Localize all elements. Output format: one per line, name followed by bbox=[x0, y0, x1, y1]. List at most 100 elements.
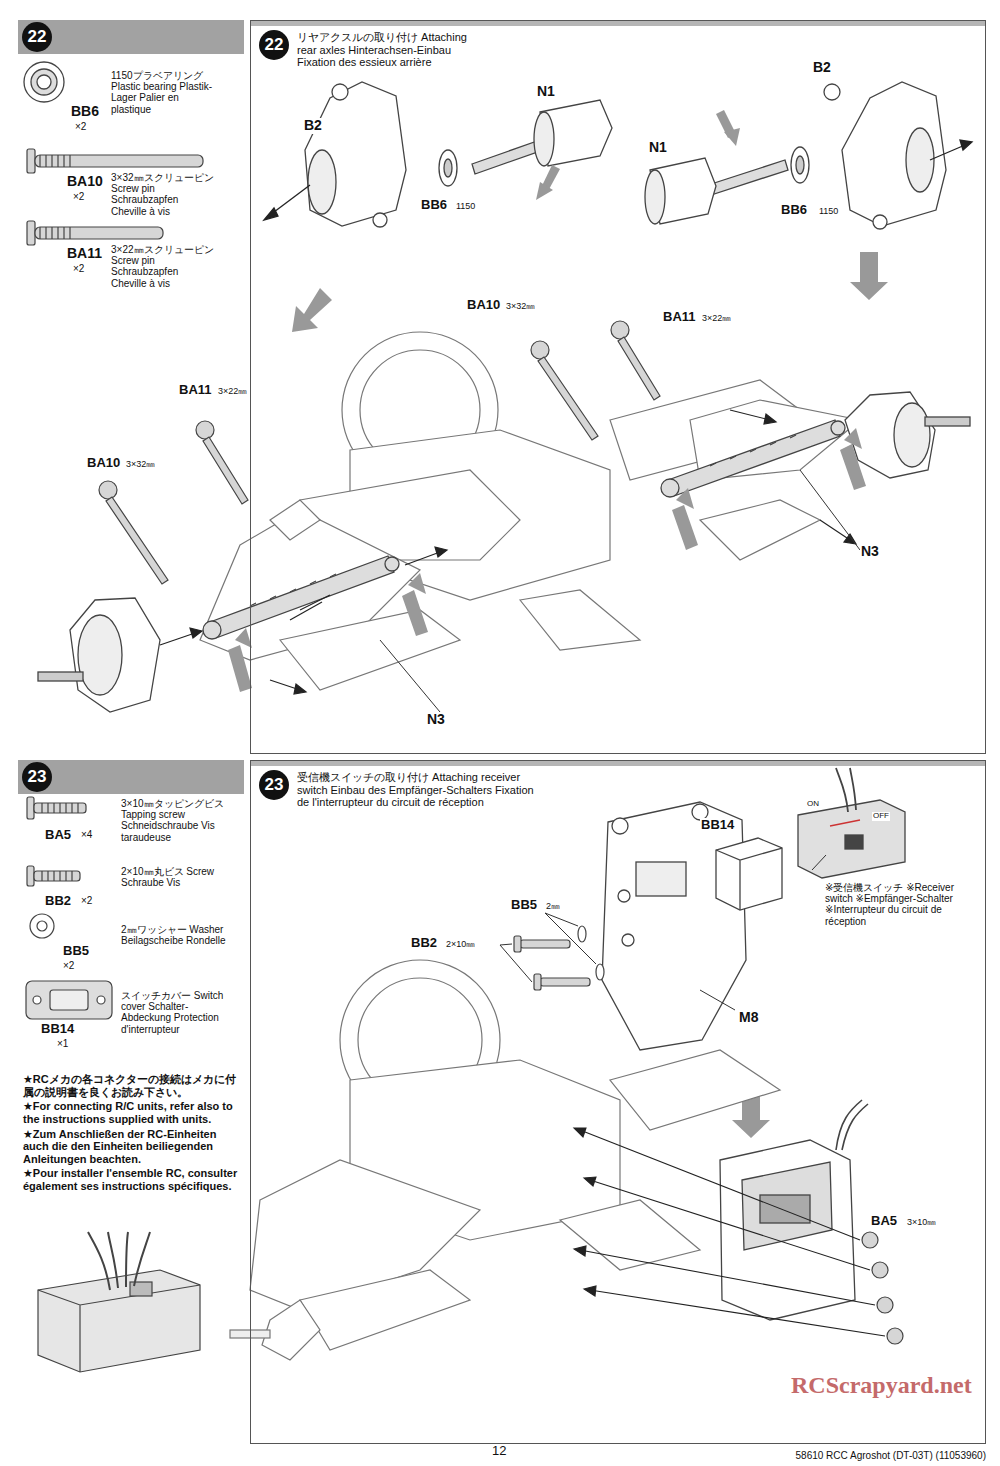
note-text: ★Pour installer l'ensemble RC, consulter… bbox=[22, 1167, 240, 1192]
part-code: BB6 bbox=[780, 203, 808, 218]
step-panel: 23受信機スイッチの取り付け Attaching receiver switch… bbox=[250, 760, 986, 1444]
leader-line bbox=[500, 855, 826, 1010]
switch-cover-shape bbox=[716, 848, 782, 910]
screw-pin-icon-shape bbox=[27, 221, 35, 245]
part-code: RCScrapyard.net bbox=[790, 1372, 973, 1399]
push-arrow bbox=[292, 110, 888, 332]
hub-carrier-shape bbox=[824, 84, 840, 100]
label: 3×22㎜スクリューピン Screw pin Schraubzapfen Che… bbox=[110, 244, 216, 289]
screw-pin-shape bbox=[611, 321, 629, 339]
direction-arrow bbox=[264, 140, 972, 220]
bearing-icon bbox=[24, 62, 64, 102]
axle-cup bbox=[472, 100, 788, 224]
part-code: BB5 bbox=[62, 944, 90, 959]
chassis-shape bbox=[270, 500, 320, 540]
pointer-arrow-shape bbox=[190, 628, 202, 638]
label: ×4 bbox=[80, 829, 93, 840]
pointer-arrow-shape bbox=[590, 1290, 885, 1336]
wheel-hub-shape bbox=[38, 672, 83, 681]
bearing-icon-shape bbox=[37, 75, 51, 89]
part-code: BB5 bbox=[510, 898, 538, 913]
part-code: BA11 bbox=[178, 383, 213, 398]
direction-arrow-shape bbox=[960, 140, 972, 150]
axle-cup-shape bbox=[705, 160, 788, 196]
label: ×2 bbox=[72, 263, 85, 274]
pointer-arrow-shape bbox=[300, 595, 330, 610]
push-arrow-shape bbox=[850, 252, 888, 300]
screw-icon-shape bbox=[27, 866, 34, 886]
screw-pin-shape bbox=[196, 421, 214, 439]
label: OFF bbox=[872, 812, 890, 821]
screw-pin-icon-shape bbox=[27, 149, 35, 173]
direction-arrow-shape bbox=[930, 145, 965, 160]
direction-arrow-shape bbox=[264, 208, 278, 220]
pointer-arrow-shape bbox=[160, 633, 195, 645]
pointer-arrow-shape bbox=[590, 1180, 870, 1270]
part-code: N1 bbox=[648, 140, 668, 156]
tapping-screw-shape bbox=[862, 1232, 878, 1248]
drive-shaft-shape bbox=[210, 556, 394, 638]
drive-shaft-shape bbox=[668, 420, 840, 496]
axle-cup-shape bbox=[472, 140, 543, 174]
label: 1150 bbox=[455, 201, 476, 211]
mounted-switch-shape bbox=[742, 1162, 832, 1250]
part-code: BB6 bbox=[70, 104, 100, 120]
drive-shaft-shape bbox=[385, 557, 399, 571]
screw-pin-icon-shape bbox=[40, 227, 70, 239]
direction-arrow-shape bbox=[270, 185, 310, 215]
receiver-switch-shape bbox=[836, 768, 856, 812]
switch-cover-icon-shape bbox=[97, 996, 105, 1004]
mount-bracket bbox=[602, 802, 746, 1050]
part-code: B2 bbox=[812, 60, 832, 76]
part-code: N3 bbox=[426, 712, 446, 728]
receiver-switch-shape bbox=[830, 820, 860, 826]
label: 2㎜ワッシャー Washer Beilagscheibe Rondelle bbox=[120, 924, 234, 946]
label: 2×10㎜丸ビス Screw Schraube Vis bbox=[120, 866, 234, 888]
pointer-arrow-shape bbox=[764, 414, 776, 424]
note-text: ★Zum Anschließen der RC-Einheiten auch d… bbox=[22, 1128, 240, 1166]
label: ON bbox=[806, 800, 820, 809]
tapping-screw-shape bbox=[872, 1262, 888, 1278]
drive-shaft-shape bbox=[250, 574, 336, 606]
pointer-arrow-shape bbox=[435, 547, 447, 557]
label: ×1 bbox=[56, 1038, 69, 1049]
mounted-switch bbox=[720, 1100, 868, 1320]
leader-line-shape bbox=[812, 855, 826, 870]
label: ×2 bbox=[72, 191, 85, 202]
leader-line-shape bbox=[545, 913, 578, 926]
part-code: BA5 bbox=[870, 1214, 898, 1229]
label: 3×10㎜タッピングビス Tapping screw Schneidschrau… bbox=[120, 798, 234, 843]
washer-icon-shape bbox=[37, 921, 47, 931]
assembly-arrow-shape bbox=[402, 590, 428, 636]
hub-carrier-shape bbox=[305, 82, 406, 226]
screw-pin-icon-shape bbox=[35, 155, 203, 167]
wheel-hub-shape bbox=[70, 598, 160, 712]
washer-icon-shape bbox=[30, 914, 54, 938]
leader-line-shape bbox=[380, 640, 440, 712]
screw-icon-shape bbox=[34, 871, 80, 881]
assembly-arrow-shape bbox=[672, 505, 698, 550]
label: 12 bbox=[491, 1444, 507, 1459]
assembly-arrow bbox=[228, 428, 866, 692]
part-code: BA5 bbox=[44, 828, 72, 843]
mount-bracket-shape bbox=[618, 890, 630, 902]
screw-pin-shape bbox=[538, 357, 598, 440]
bearing-shape bbox=[791, 147, 809, 183]
tapping-screw-shape bbox=[887, 1328, 903, 1344]
screw-shape bbox=[514, 936, 521, 952]
part-code: BB2 bbox=[410, 936, 438, 951]
push-arrow-shape bbox=[536, 182, 553, 200]
receiver-switch bbox=[798, 768, 905, 878]
label: 1150プラベアリング Plastic bearing Plastik-Lage… bbox=[110, 70, 216, 115]
hub-carrier-shape bbox=[906, 128, 934, 192]
part-code: BB6 bbox=[420, 198, 448, 213]
screw-shape bbox=[540, 978, 590, 986]
label: ×2 bbox=[80, 895, 93, 906]
screw-icon-shape bbox=[42, 871, 72, 881]
part-code: BA10 bbox=[66, 174, 104, 190]
pointer-arrow-shape bbox=[574, 1246, 586, 1256]
screw-shape bbox=[578, 926, 586, 942]
assembly-arrow-shape bbox=[408, 573, 426, 594]
leader-line bbox=[380, 470, 860, 712]
